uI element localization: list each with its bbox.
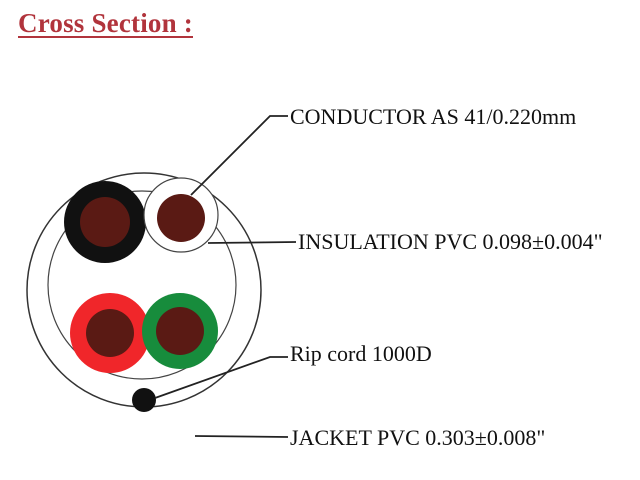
page-title: Cross Section : — [18, 8, 193, 38]
red-conductor-core — [86, 309, 134, 357]
green-conductor-core — [156, 307, 204, 355]
rip-cord — [132, 388, 156, 412]
rip-cord-label: Rip cord 1000D — [290, 341, 432, 366]
conductor-leader-line — [190, 115, 288, 196]
white-conductor-core — [157, 194, 205, 242]
black-conductor-core — [80, 197, 130, 247]
insulation-label: INSULATION PVC 0.098±0.004" — [298, 229, 603, 254]
rip-cord-leader-line — [154, 356, 288, 399]
inner-core-boundary — [47, 190, 237, 380]
jacket-leader-line — [194, 435, 289, 438]
jacket-label: JACKET PVC 0.303±0.008" — [290, 425, 546, 450]
conductor-label: CONDUCTOR AS 41/0.220mm — [290, 104, 577, 129]
insulation-leader-line — [207, 241, 297, 244]
